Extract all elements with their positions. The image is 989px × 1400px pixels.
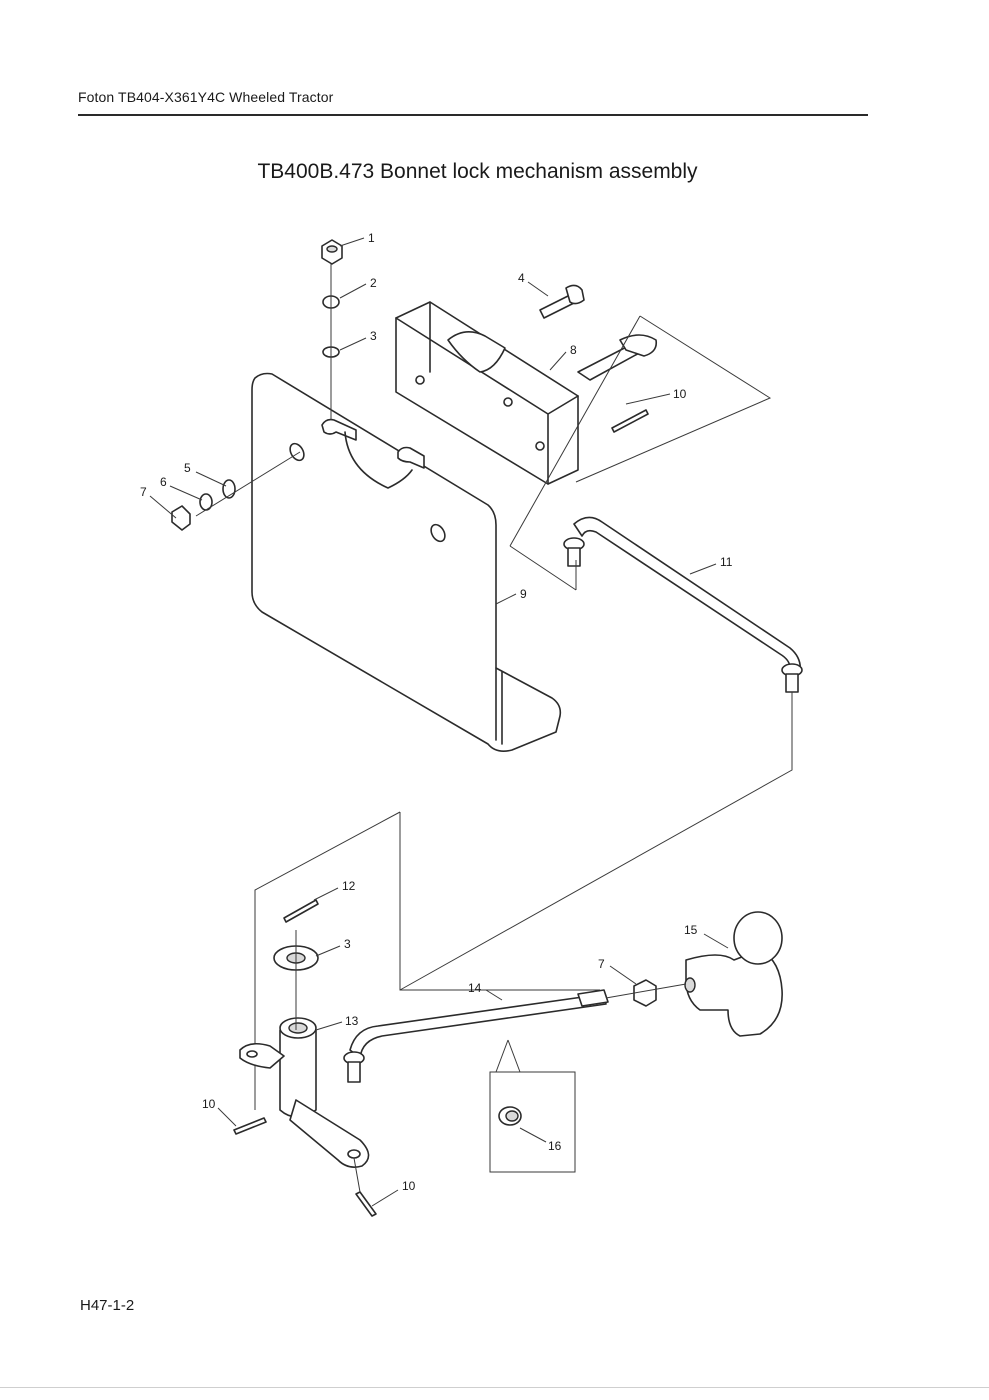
nut-7-part [171,505,191,531]
callout-14: 14 [468,981,482,995]
callout-12: 12 [342,879,356,893]
callout-4: 4 [518,271,525,285]
header-rule [78,114,868,116]
callout-3-top: 3 [370,329,377,343]
page-code: H47-1-2 [80,1297,135,1314]
nut-7-lower-part [633,979,657,1007]
callout-10-bottom: 10 [402,1179,416,1193]
callout-5: 5 [184,461,191,475]
callout-7-lower: 7 [598,957,605,971]
callout-13: 13 [345,1014,359,1028]
callout-2: 2 [370,276,377,290]
callout-6: 6 [160,475,167,489]
callout-9: 9 [520,587,527,601]
callout-10-left: 10 [202,1097,216,1111]
callout-11: 11 [720,555,733,569]
bracket-plate-part [251,372,562,752]
page-header: Foton TB404-X361Y4C Wheeled Tractor [78,89,334,105]
callout-1: 1 [368,231,375,245]
callout-8: 8 [570,343,577,357]
bolt-4-part [539,284,585,319]
knob-15-part [684,911,783,1037]
rod-part [563,516,803,693]
lever-13-part [239,1017,370,1168]
callout-10-top: 10 [673,387,687,401]
pin-10-bottom-part [355,1191,377,1217]
cotter-pin-12-part [283,899,319,923]
nut-1-part [321,239,343,265]
bottom-rule [0,1387,989,1388]
callout-7-top: 7 [140,485,147,499]
pin-10-top-part [611,409,649,433]
detail-box [489,1071,576,1173]
pin-10-left-part [233,1117,267,1135]
lock-block-part [395,301,658,485]
callout-15: 15 [684,923,698,937]
callout-3-lower: 3 [344,937,351,951]
callout-16: 16 [548,1139,562,1153]
rod-14-part [343,989,609,1083]
page-title: TB400B.473 Bonnet lock mechanism assembl… [257,160,698,183]
plug-16-part [498,1106,522,1126]
